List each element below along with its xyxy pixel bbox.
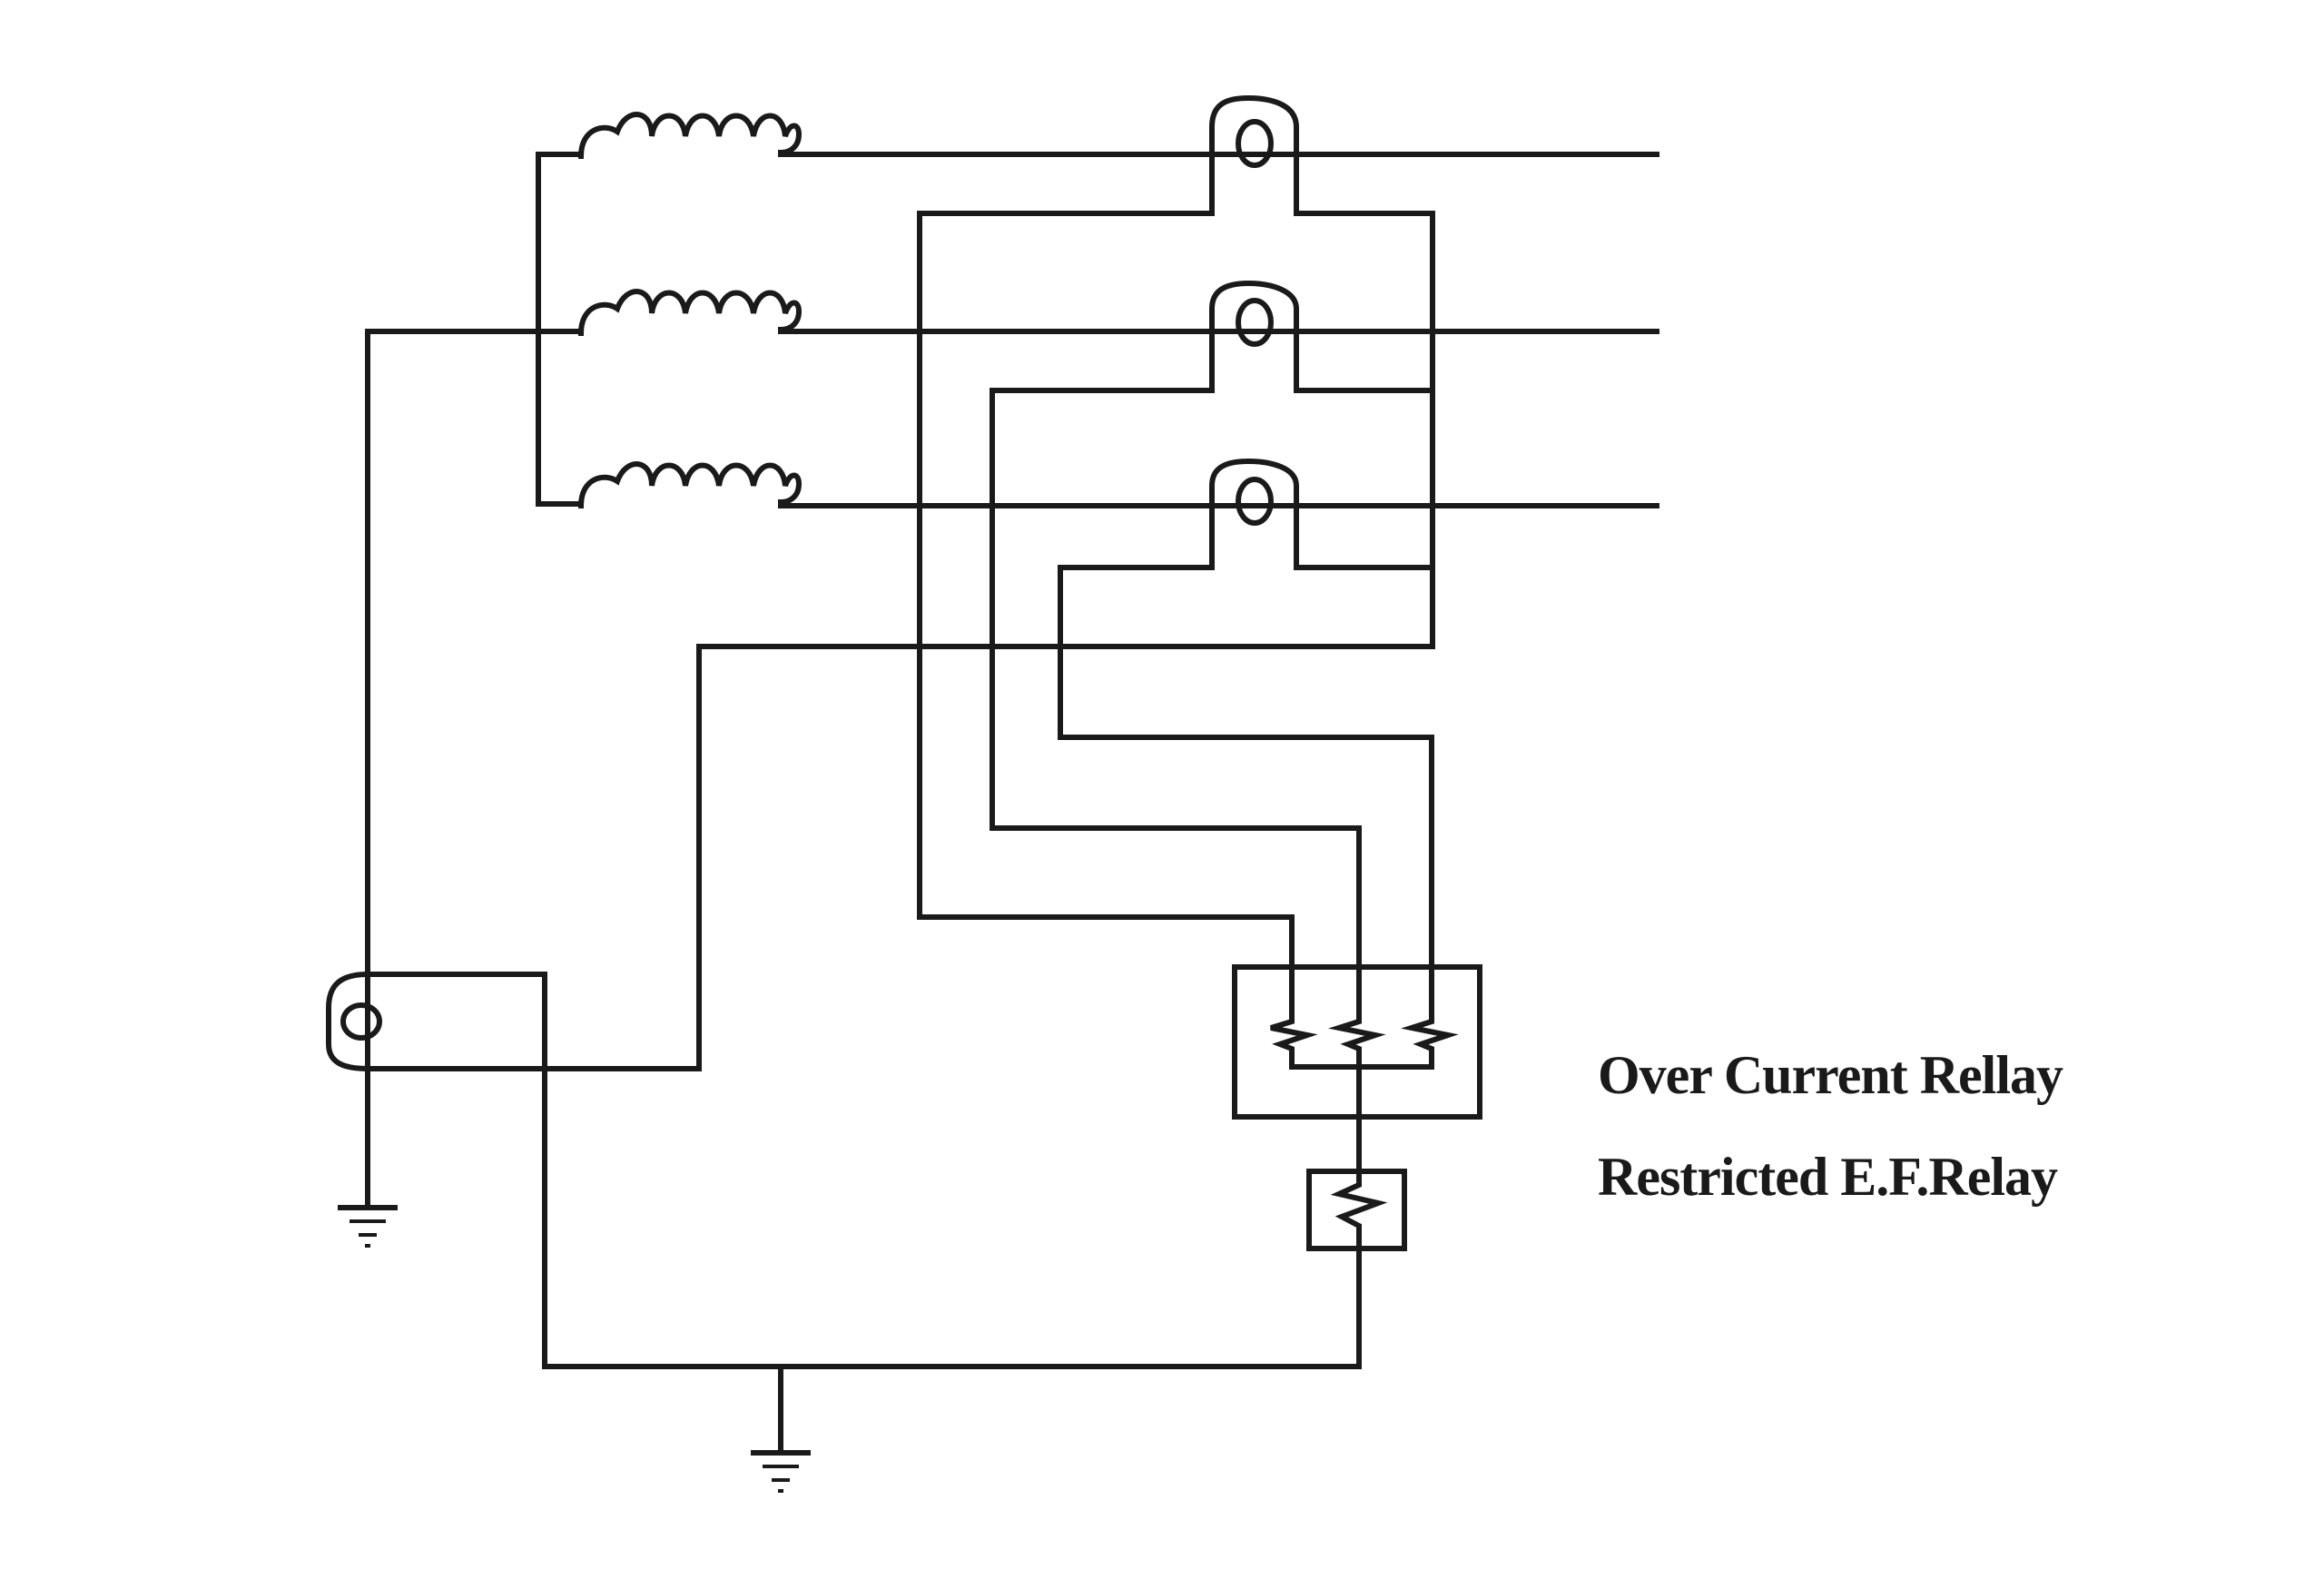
winding-phase-1: [536, 112, 1659, 160]
restricted-ef-relay-label: Restricted E.F.Relay: [1598, 1147, 2058, 1207]
restricted-ef-relay-element: [1330, 1169, 1388, 1251]
line-ct-phase-2: [1209, 280, 1299, 393]
ct3-left-lead: [1058, 565, 1434, 1015]
neutral-ct: [326, 971, 547, 1369]
ef-relay-return: [542, 1246, 1362, 1369]
earth-symbol-main: [751, 1450, 811, 1493]
line-ct-phase-1: [1209, 94, 1299, 216]
over-current-relay-elements: [1270, 1010, 1459, 1174]
ct1-right-lead: [1294, 211, 1435, 649]
winding-phase-3: [536, 461, 1659, 509]
common-return-bus: [537, 644, 1435, 1071]
ct1-left-lead: [917, 211, 1295, 1015]
winding-phase-2: [536, 289, 1659, 337]
ct2-left-lead: [990, 388, 1362, 1015]
line-ct-phase-3: [1209, 458, 1299, 570]
over-current-relay-label: Over Current Rellay: [1598, 1045, 2063, 1105]
earth-symbol-neutral: [338, 1205, 398, 1248]
